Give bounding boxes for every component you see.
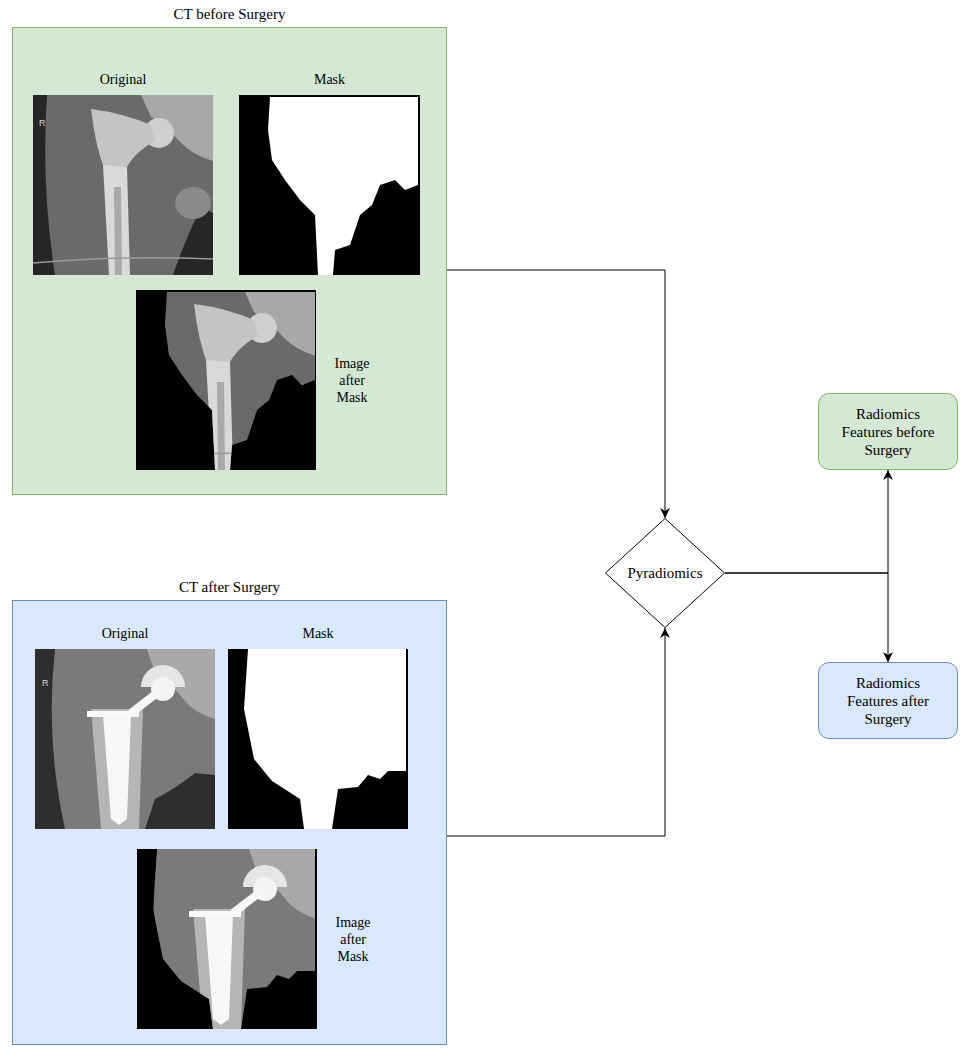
mask-image <box>228 649 408 829</box>
mask-background <box>228 649 408 829</box>
orientation-marker: R <box>42 678 49 688</box>
mask-background <box>137 849 317 1029</box>
mask-image <box>239 95 420 275</box>
flow-arrow <box>447 270 665 518</box>
box-label: Radiomics Features before Surgery <box>833 405 943 459</box>
image-caption: Original <box>33 71 213 89</box>
image-caption: Mask <box>228 625 408 643</box>
mask-region <box>244 649 406 829</box>
panel-heading: CT before Surgery <box>13 5 446 23</box>
mask-background <box>239 95 420 275</box>
mask-region <box>268 97 418 275</box>
image-caption: Mask <box>239 71 420 89</box>
masked-region <box>136 290 316 470</box>
mask-background <box>136 290 316 470</box>
image-caption: Image after Mask <box>323 914 383 965</box>
output-box: Radiomics Features after Surgery <box>818 662 958 739</box>
orientation-marker: R <box>39 118 46 128</box>
original-image <box>35 649 215 829</box>
xray-image <box>33 95 213 275</box>
output-box: Radiomics Features before Surgery <box>818 393 958 470</box>
flow-arrow <box>725 470 888 573</box>
original-image <box>33 95 213 275</box>
masked-image <box>136 290 316 470</box>
panel-heading: CT after Surgery <box>13 578 446 596</box>
process-label: Pyradiomics <box>628 564 703 582</box>
masked-region <box>137 849 317 1029</box>
diamond-shape <box>606 519 725 628</box>
xray-image <box>35 649 215 829</box>
image-caption: Original <box>35 625 215 643</box>
box-label: Radiomics Features after Surgery <box>833 674 943 728</box>
xray-image <box>137 849 317 1029</box>
xray-image <box>136 290 316 470</box>
masked-image <box>137 849 317 1029</box>
decision-diamond: Pyradiomics <box>605 518 725 628</box>
flow-arrow <box>447 628 665 836</box>
flow-arrow <box>725 573 888 662</box>
image-caption: Image after Mask <box>322 355 382 406</box>
